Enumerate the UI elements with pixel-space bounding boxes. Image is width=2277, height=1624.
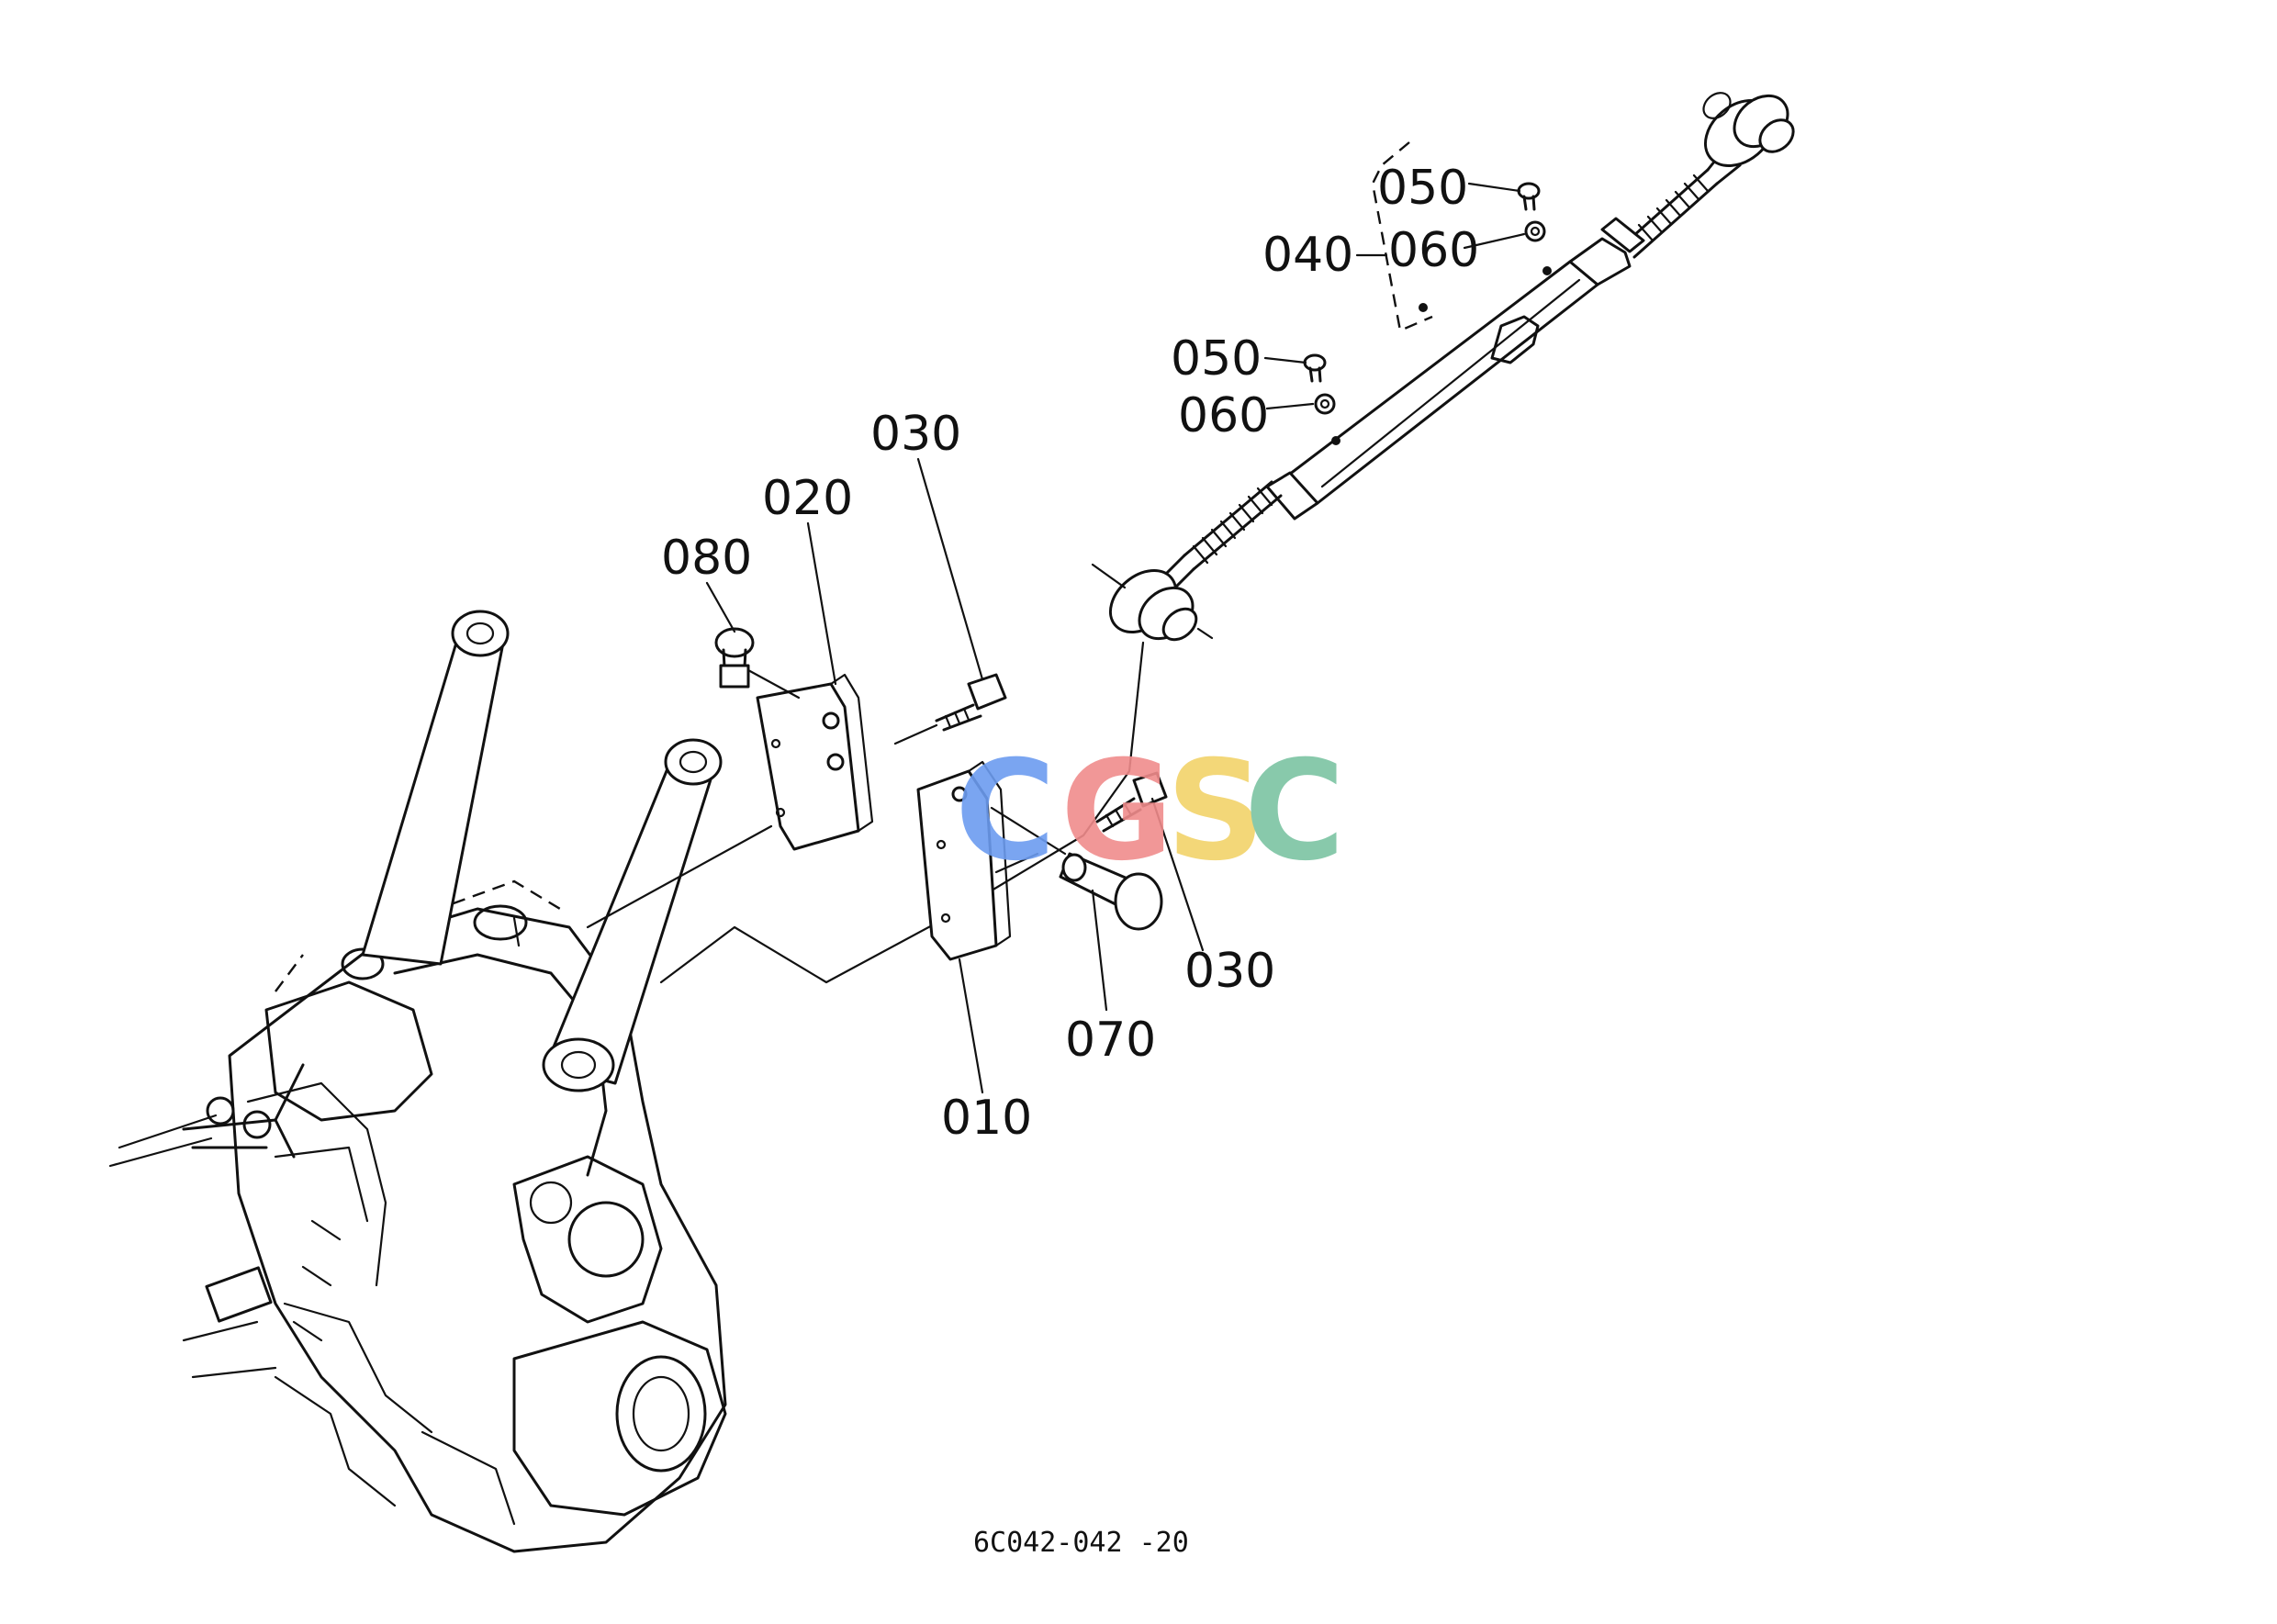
callout-060-lower: 060 [1178, 388, 1269, 443]
callout-070: 070 [1065, 1013, 1156, 1068]
lower-thread [1160, 480, 1283, 594]
bolt-030-lower [1095, 771, 1168, 833]
washer-060-lower [1314, 393, 1336, 415]
phantom-outline [586, 641, 1145, 984]
callout-050-upper: 050 [1377, 161, 1468, 216]
assembly-dot-c [1419, 303, 1428, 312]
bolt-030-upper [893, 673, 1007, 745]
callout-030-upper: 030 [870, 407, 961, 462]
lift-arm-front [542, 738, 723, 1092]
bracket-plate-010 [916, 760, 1039, 961]
pin-080 [714, 627, 801, 700]
lower-ball-joint [1091, 563, 1214, 642]
screw-050-upper [1517, 182, 1541, 211]
upper-thread [1600, 168, 1719, 259]
callout-080: 080 [661, 531, 752, 586]
callout-labels: 050 040 060 050 060 030 020 080 030 070 … [661, 161, 1479, 1146]
callout-020: 020 [762, 471, 853, 526]
bracket-plate-020 [756, 673, 874, 851]
callout-050-lower: 050 [1171, 331, 1262, 386]
leader-lines [705, 182, 1526, 1094]
assembly-dot-a [1542, 266, 1552, 275]
watermark-letter-2: G [1060, 732, 1173, 891]
callout-010: 010 [941, 1091, 1032, 1146]
watermark-letter-3: S [1166, 732, 1265, 891]
callout-040: 040 [1262, 228, 1353, 283]
watermark-letter-1: C [955, 732, 1056, 891]
upper-ball-joint [1702, 92, 1795, 185]
callout-060-upper: 060 [1388, 223, 1479, 278]
watermark-letter-4: C [1244, 732, 1345, 891]
assembly-bracket [1371, 141, 1433, 332]
callout-030-lower: 030 [1184, 944, 1275, 999]
lift-arm-rear [361, 610, 510, 966]
watermark: C G S C [955, 732, 1345, 891]
screw-050-lower [1303, 353, 1327, 383]
transmission-housing [108, 879, 727, 1553]
assembly-dot-b [1331, 436, 1340, 445]
pin-070 [990, 806, 1163, 931]
washer-060-upper [1524, 220, 1546, 242]
drawing-code: 6C042-042 -20 [973, 1527, 1189, 1559]
top-link-assembly-040 [1091, 92, 1795, 642]
